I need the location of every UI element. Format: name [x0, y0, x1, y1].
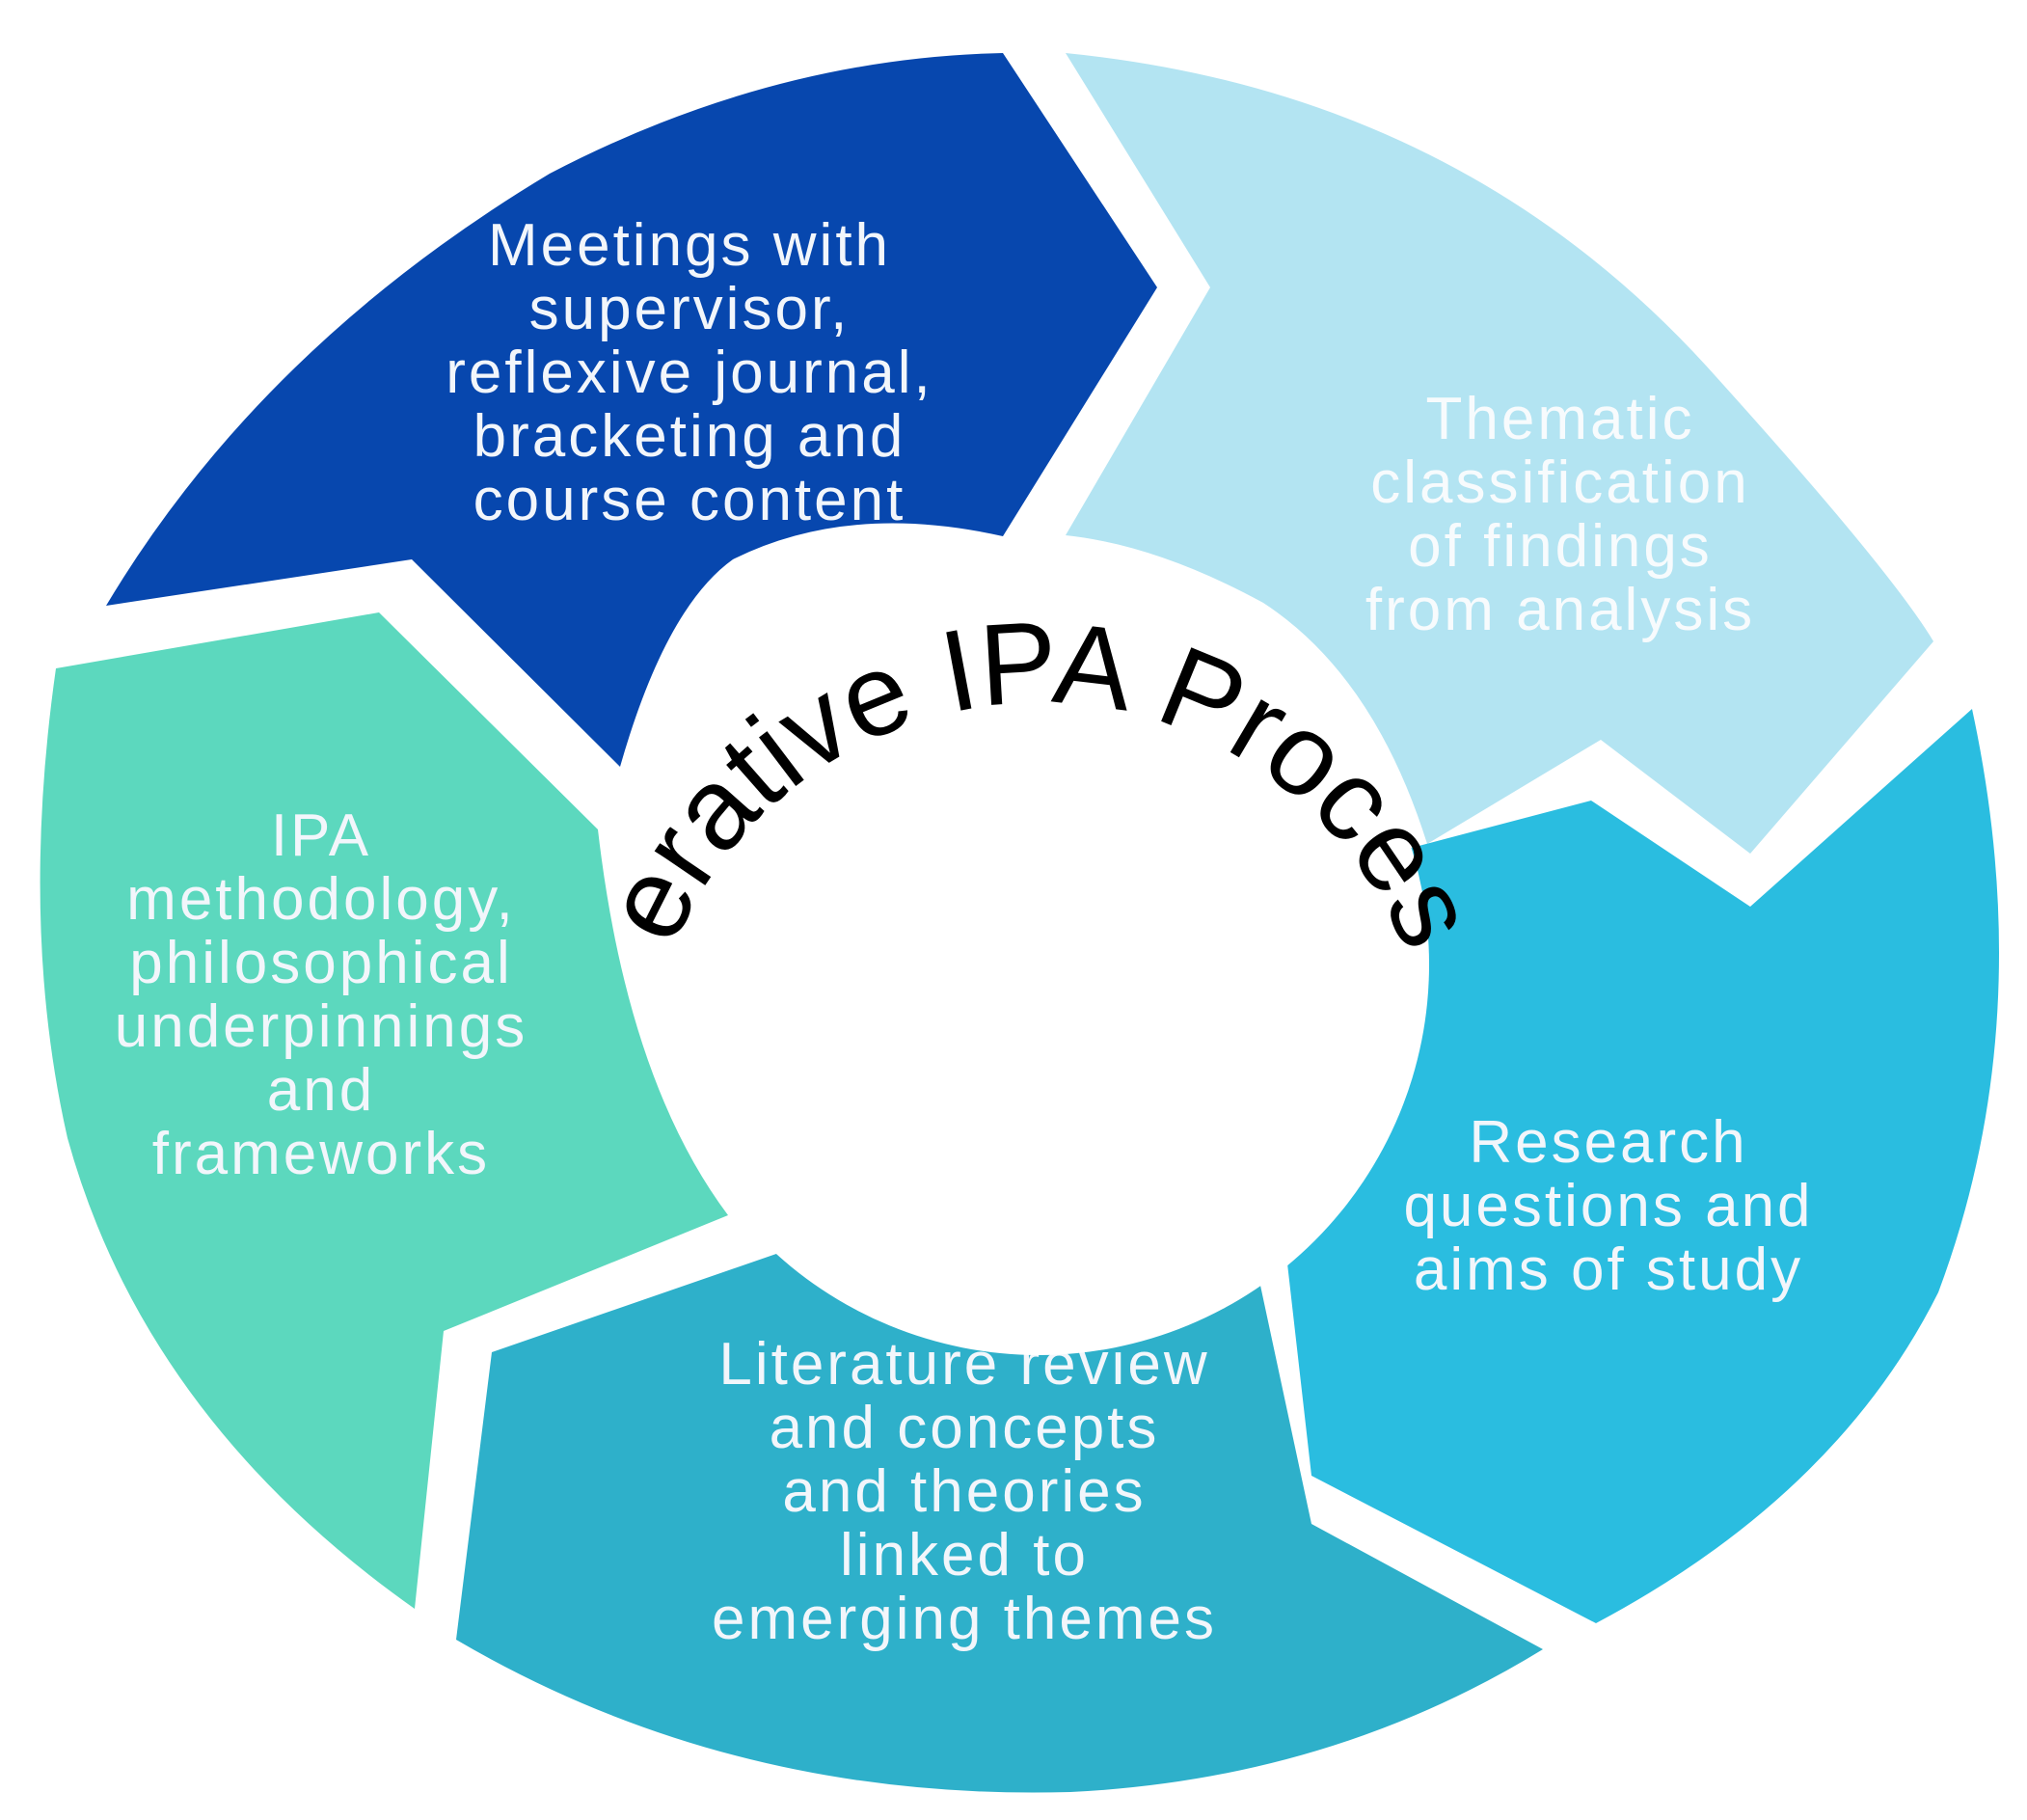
- segment-methodology-label-line: IPA: [271, 802, 371, 869]
- segment-meetings-shape: [106, 53, 1157, 767]
- segment-literature-label-line: and concepts: [770, 1395, 1160, 1461]
- segment-literature-label-line: and theories: [782, 1458, 1146, 1525]
- segment-methodology-label-line: philosophical: [129, 930, 512, 996]
- segment-methodology-label-line: methodology,: [126, 866, 516, 933]
- segment-research-label-line: Research: [1469, 1109, 1747, 1176]
- segment-methodology-shape: [40, 612, 728, 1609]
- segment-meetings-label-line: course content: [473, 467, 906, 533]
- segment-thematic-label-line: classification: [1370, 449, 1749, 516]
- segment-methodology-label-line: underpinnings: [115, 993, 528, 1060]
- segment-thematic-label-line: from analysis: [1365, 577, 1755, 643]
- segment-methodology-label-line: and: [267, 1057, 375, 1124]
- segment-meetings-label-line: reflexive journal,: [446, 340, 932, 406]
- segment-thematic-label-line: of findings: [1408, 513, 1713, 580]
- segment-thematic-label-line: Thematic: [1426, 386, 1695, 452]
- segment-literature-label-line: linked to: [840, 1522, 1089, 1589]
- segment-meetings-label-line: bracketing and: [473, 403, 906, 470]
- segment-literature-label-line: emerging themes: [712, 1586, 1217, 1652]
- segment-thematic-shape: [1066, 53, 1933, 854]
- segment-research-label-line: questions and: [1403, 1173, 1813, 1239]
- segment-methodology-label-line: frameworks: [152, 1121, 490, 1187]
- segment-meetings-label-line: Meetings with: [488, 212, 891, 279]
- center-circle: [648, 574, 1429, 1355]
- segment-research-label-line: aims of study: [1414, 1236, 1803, 1303]
- segment-literature-shape: [456, 1254, 1543, 1793]
- segment-research-shape: [1284, 709, 1999, 1623]
- segment-meetings-label-line: supervisor,: [529, 276, 851, 342]
